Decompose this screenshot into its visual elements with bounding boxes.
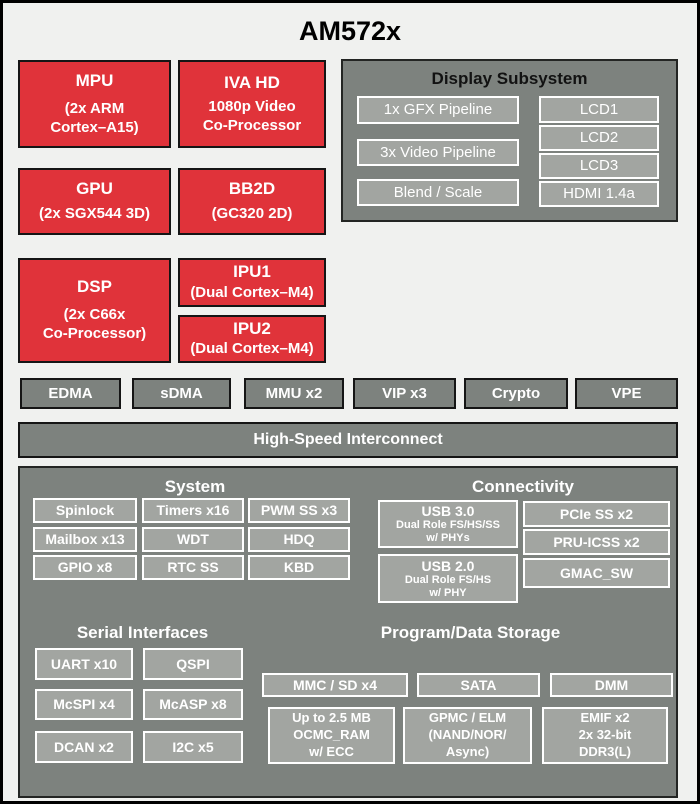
block-ocmc-ram: Up to 2.5 MB OCMC_RAM w/ ECC <box>268 707 395 764</box>
block-dmm: DMM <box>550 673 673 697</box>
block-timers: Timers x16 <box>142 498 244 523</box>
block-usb3-line: w/ PHYs <box>426 532 470 545</box>
block-gpu: GPU (2x SGX544 3D) <box>18 168 171 235</box>
block-ocmc-line: w/ ECC <box>309 743 354 759</box>
block-mpu-title: MPU <box>75 70 114 90</box>
display-subsystem-panel: Display Subsystem 1x GFX Pipeline 3x Vid… <box>341 59 678 222</box>
block-ipu1: IPU1 (Dual Cortex–M4) <box>178 258 326 307</box>
block-emif: EMIF x2 2x 32-bit DDR3(L) <box>542 707 668 764</box>
block-ocmc-line: Up to 2.5 MB <box>292 710 371 726</box>
block-rtc: RTC SS <box>142 555 244 580</box>
block-video-pipeline: 3x Video Pipeline <box>357 139 519 166</box>
block-mpu-line: (2x ARM <box>64 99 125 117</box>
block-gpmc-line: GPMC / ELM <box>428 710 507 726</box>
block-gpmc-line: Async) <box>445 743 490 759</box>
display-subsystem-title: Display Subsystem <box>431 69 588 88</box>
block-mpu: MPU (2x ARM Cortex–A15) <box>18 60 171 148</box>
block-pwm: PWM SS x3 <box>248 498 350 523</box>
block-spinlock: Spinlock <box>33 498 137 523</box>
block-usb3-title: USB 3.0 <box>421 503 475 520</box>
block-mcspi: McSPI x4 <box>35 689 133 720</box>
block-usb3: USB 3.0 Dual Role FS/HS/SS w/ PHYs <box>378 500 518 548</box>
block-wdt: WDT <box>142 527 244 552</box>
block-lcd1: LCD1 <box>539 96 659 123</box>
block-mmc-sd: MMC / SD x4 <box>262 673 408 697</box>
block-hdmi: HDMI 1.4a <box>539 181 659 207</box>
block-dsp-title: DSP <box>77 277 112 297</box>
connectivity-section-title: Connectivity <box>471 477 575 496</box>
block-blend-scale: Blend / Scale <box>357 179 519 206</box>
block-gpio: GPIO x8 <box>33 555 137 580</box>
block-dsp-line: (2x C66x <box>63 306 126 324</box>
page-title: AM572x <box>298 16 402 46</box>
block-sata: SATA <box>417 673 540 697</box>
block-mpu-line: Cortex–A15) <box>50 118 139 136</box>
block-gfx-pipeline: 1x GFX Pipeline <box>357 96 519 124</box>
block-kbd: KBD <box>248 555 350 580</box>
block-vip: VIP x3 <box>353 378 456 409</box>
block-crypto: Crypto <box>464 378 568 409</box>
block-usb2-line: Dual Role FS/HS <box>404 573 492 586</box>
block-iva-title: IVA HD <box>224 72 280 92</box>
peripherals-panel: System Spinlock Timers x16 PWM SS x3 Mai… <box>18 466 678 798</box>
block-ipu2-title: IPU2 <box>233 318 271 338</box>
block-mailbox: Mailbox x13 <box>33 527 137 552</box>
block-emif-line: 2x 32-bit <box>578 727 632 743</box>
block-usb2: USB 2.0 Dual Role FS/HS w/ PHY <box>378 554 518 603</box>
block-bb2d-line: (GC320 2D) <box>211 204 293 222</box>
block-usb2-title: USB 2.0 <box>421 557 475 574</box>
system-section-title: System <box>164 477 226 496</box>
block-i2c: I2C x5 <box>143 731 243 763</box>
block-vpe: VPE <box>575 378 678 409</box>
block-pru-icss: PRU-ICSS x2 <box>523 529 670 555</box>
block-interconnect: High-Speed Interconnect <box>18 422 678 458</box>
block-edma: EDMA <box>20 378 121 409</box>
block-hdq: HDQ <box>248 527 350 552</box>
block-uart: UART x10 <box>35 648 133 680</box>
block-dsp: DSP (2x C66x Co-Processor) <box>18 258 171 363</box>
block-gpu-title: GPU <box>76 179 113 199</box>
block-bb2d-title: BB2D <box>228 179 276 199</box>
block-usb3-line: Dual Role FS/HS/SS <box>396 519 500 532</box>
serial-section-title: Serial Interfaces <box>76 623 209 642</box>
block-gpmc-elm: GPMC / ELM (NAND/NOR/ Async) <box>403 707 532 764</box>
block-emif-line: EMIF x2 <box>580 710 630 726</box>
block-qspi: QSPI <box>143 648 243 680</box>
block-sdma: sDMA <box>132 378 231 409</box>
block-gmac: GMAC_SW <box>523 558 670 588</box>
block-iva-line: Co-Processor <box>202 116 302 134</box>
block-emif-line: DDR3(L) <box>579 743 631 759</box>
block-iva-hd: IVA HD 1080p Video Co-Processor <box>178 60 326 148</box>
block-dcan: DCAN x2 <box>35 731 133 763</box>
block-gpu-line: (2x SGX544 3D) <box>39 204 150 222</box>
storage-section-title: Program/Data Storage <box>380 623 561 642</box>
block-ipu2-line: (Dual Cortex–M4) <box>190 340 314 358</box>
block-gpmc-line: (NAND/NOR/ <box>428 727 507 743</box>
block-mmu: MMU x2 <box>244 378 344 409</box>
block-ocmc-line: OCMC_RAM <box>293 727 370 743</box>
block-pcie: PCIe SS x2 <box>523 501 670 527</box>
block-ipu1-line: (Dual Cortex–M4) <box>190 283 314 301</box>
block-usb2-line: w/ PHY <box>429 586 467 599</box>
block-iva-line: 1080p Video <box>208 97 296 115</box>
block-ipu1-title: IPU1 <box>233 262 271 282</box>
block-mcasp: McASP x8 <box>143 689 243 720</box>
block-dsp-line: Co-Processor) <box>42 325 147 343</box>
block-bb2d: BB2D (GC320 2D) <box>178 168 326 235</box>
block-ipu2: IPU2 (Dual Cortex–M4) <box>178 315 326 363</box>
block-lcd3: LCD3 <box>539 153 659 179</box>
block-lcd2: LCD2 <box>539 125 659 151</box>
